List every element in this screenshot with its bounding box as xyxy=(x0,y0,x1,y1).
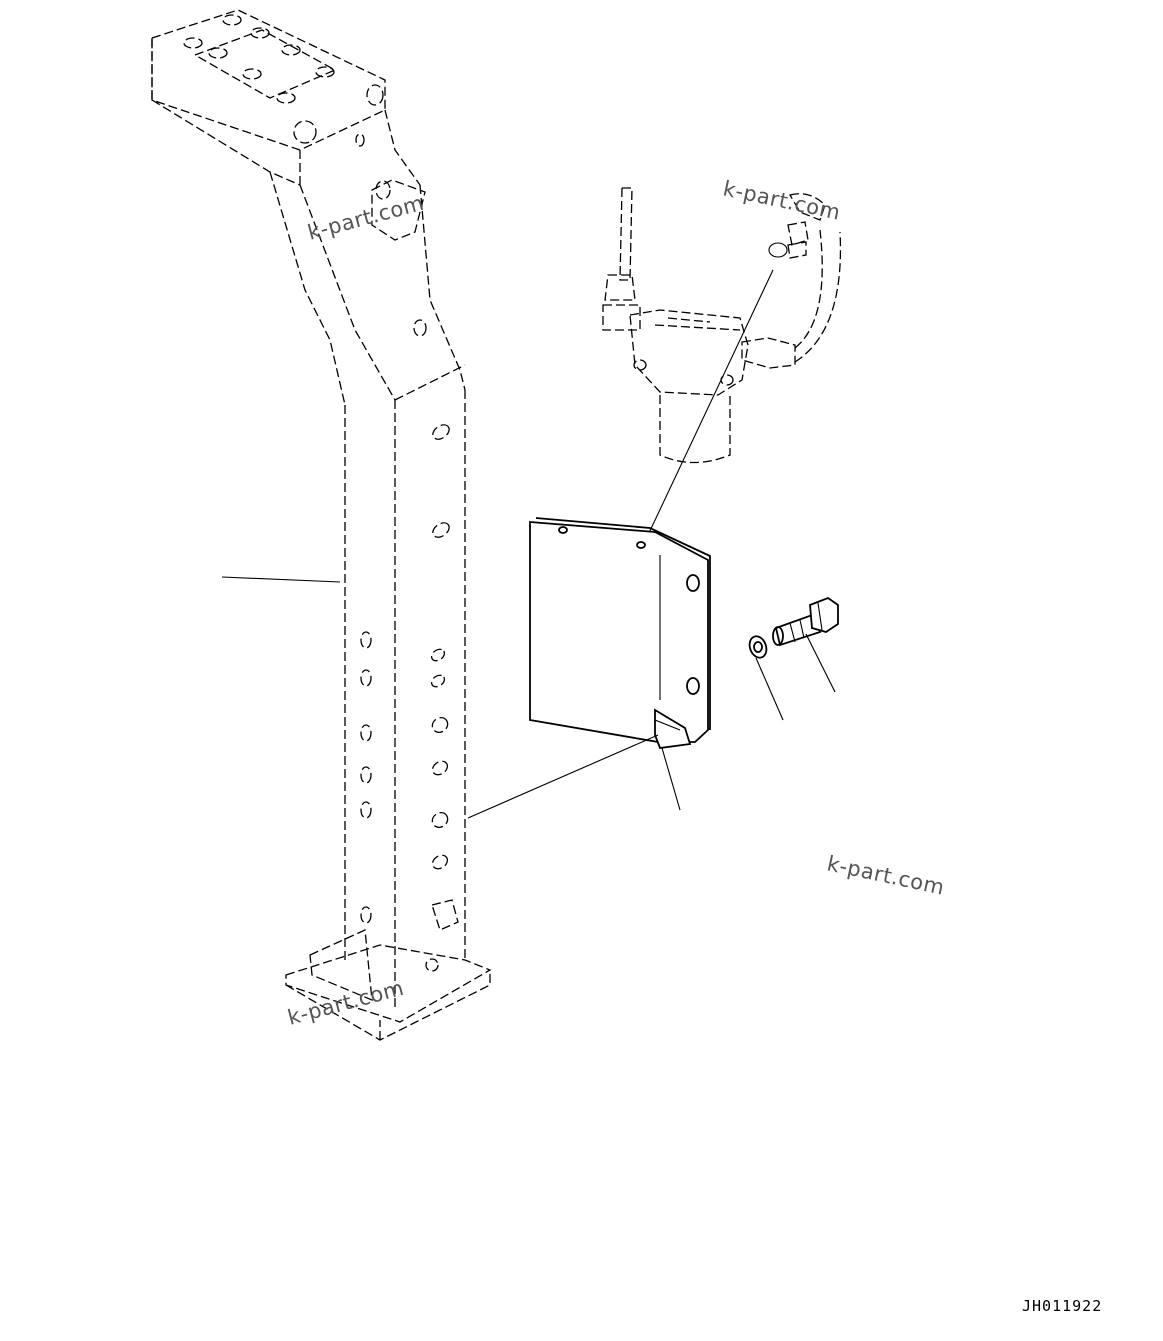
watermark: k-part.com xyxy=(305,191,426,245)
filter-valve-assembly xyxy=(602,187,842,464)
watermark: k-part.com xyxy=(285,976,406,1030)
bolt xyxy=(772,596,839,647)
leader-line-washer xyxy=(755,657,784,721)
washer xyxy=(748,635,768,659)
watermark: k-part.com xyxy=(825,851,947,899)
o-ring xyxy=(768,242,788,258)
leader-line-valve xyxy=(647,269,774,536)
leader-line-cover xyxy=(467,734,659,819)
frame-pillar xyxy=(151,9,492,1041)
drawing-code: JH011922 xyxy=(1022,1297,1102,1315)
cover-plate xyxy=(529,517,711,749)
watermark: k-part.com xyxy=(721,176,843,224)
leader-line-pillar xyxy=(221,576,341,583)
leader-line-pad xyxy=(661,747,681,811)
leader-line-bolt xyxy=(805,633,836,693)
